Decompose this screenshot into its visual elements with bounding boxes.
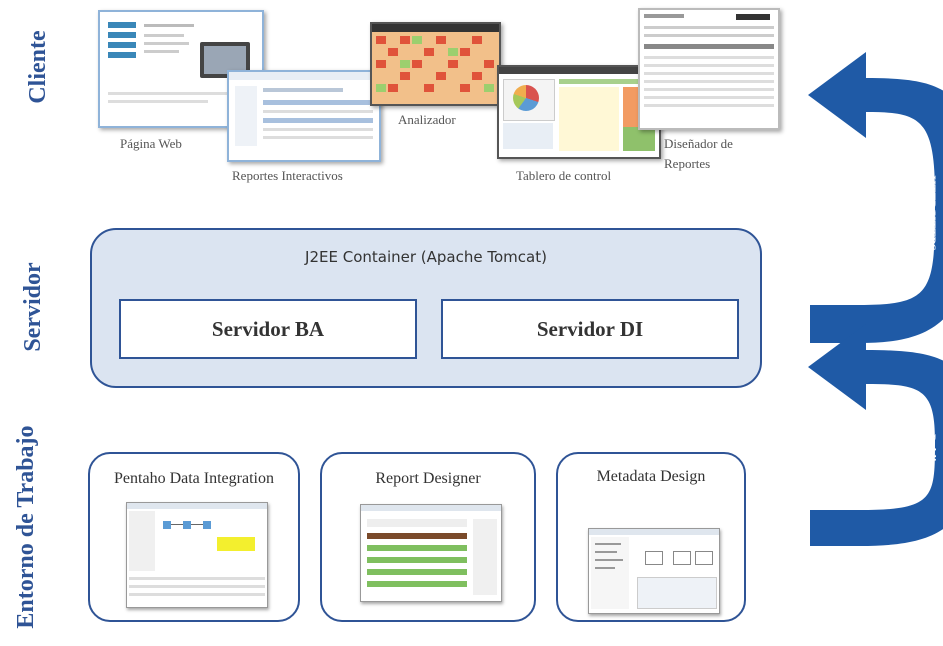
http-arrow-label: HTTP/HTTPS (925, 175, 939, 251)
web-page-screenshot (98, 10, 264, 128)
metadata-design-screenshot (588, 528, 720, 614)
http-arrow (808, 52, 943, 343)
report-designer-web-caption: Diseñador de Reportes (664, 136, 733, 171)
j2ee-container-title: J2EE Container (Apache Tomcat) (305, 248, 547, 266)
di-server-box: Servidor DI (441, 299, 739, 359)
analyzer-screenshot (370, 22, 501, 106)
interactive-reports-caption: Reportes Interactivos (232, 168, 343, 183)
tool-metadata-design-title: Metadata Design (596, 468, 706, 485)
tool-metadata-design: Metadata Design (556, 452, 746, 622)
tool-pdi: Pentaho Data Integration (88, 452, 300, 622)
pdi-screenshot (126, 502, 268, 608)
tool-report-designer-title: Report Designer (375, 470, 481, 487)
j2ee-container: J2EE Container (Apache Tomcat) Servidor … (90, 228, 762, 388)
interactive-reports-screenshot (227, 70, 381, 162)
publish-arrow-label: Publicar (925, 434, 939, 478)
analyzer-caption: Analizador (398, 112, 456, 127)
web-page-caption: Página Web (120, 136, 182, 151)
report-designer-screenshot (360, 504, 502, 602)
dashboard-caption: Tablero de control (516, 168, 612, 183)
publish-arrow (808, 324, 943, 546)
report-designer-web-screenshot (638, 8, 780, 130)
dashboard-screenshot (497, 65, 661, 159)
analyzer-heatmap (372, 32, 499, 104)
ba-server-box: Servidor BA (119, 299, 417, 359)
tool-report-designer: Report Designer (320, 452, 536, 622)
tool-pdi-title: Pentaho Data Integration (114, 470, 274, 487)
